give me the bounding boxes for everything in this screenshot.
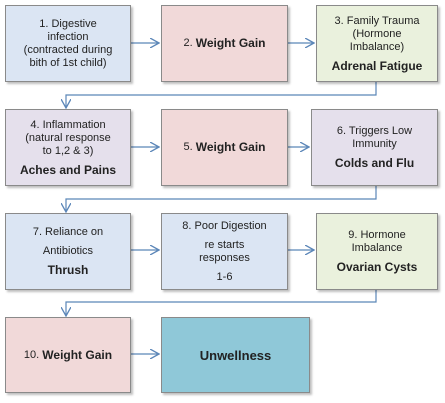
node-1-line-4: bith of 1st child) (29, 56, 107, 69)
node-1-line-1: 1. Digestive (39, 17, 97, 30)
node-5-title: Weight Gain (195, 140, 266, 154)
node-1-line-3: (contracted during (23, 43, 113, 56)
node-digestive-infection: 1. Digestive infection (contracted durin… (5, 5, 131, 82)
node-6-title: Colds and Flu (334, 156, 415, 170)
node-6-line-2: Immunity (352, 138, 397, 150)
node-1-line-2: infection (47, 30, 89, 43)
node-3-line-3: Imbalance) (349, 40, 405, 53)
node-7-line-2: Antibiotics (42, 245, 94, 257)
node-4-line-2: (natural response (25, 131, 111, 144)
node-2-prefix: 2. (183, 37, 196, 49)
node-9-line-2: Imbalance (351, 242, 403, 254)
node-7-line-1: 7. Reliance on (32, 226, 104, 238)
node-9-title: Ovarian Cysts (336, 260, 418, 274)
node-weight-gain-10: 10. Weight Gain (5, 317, 131, 393)
arrow-6-7 (66, 186, 377, 211)
node-10-title: Weight Gain (42, 347, 113, 362)
node-low-immunity: 6. Triggers Low Immunity Colds and Flu (311, 109, 438, 186)
node-7-title: Thrush (47, 263, 89, 277)
node-6-line-1: 6. Triggers Low (336, 125, 413, 137)
node-family-trauma: 3. Family Trauma (Hormone Imbalance) Adr… (316, 5, 438, 82)
node-poor-digestion: 8. Poor Digestion re starts responses 1-… (161, 213, 288, 290)
node-8-line-3: responses (199, 251, 250, 264)
node-antibiotics: 7. Reliance on Antibiotics Thrush (5, 213, 131, 290)
node-4-line-1: 4. Inflammation (30, 118, 106, 131)
node-8-line-2: re starts (204, 238, 245, 251)
node-11-title: Unwellness (199, 347, 272, 363)
node-4-line-3: to 1,2 & 3) (42, 144, 94, 157)
node-weight-gain-2: 2. Weight Gain (161, 5, 288, 82)
node-3-line-1: 3. Family Trauma (334, 14, 420, 27)
node-2-title: Weight Gain (195, 36, 266, 50)
node-5-prefix: 5. (183, 141, 196, 153)
node-8-line-1: 8. Poor Digestion (182, 219, 267, 232)
node-3-title: Adrenal Fatigue (331, 58, 423, 73)
node-9-line-1: 9. Hormone (348, 229, 406, 241)
arrow-3-4 (66, 81, 377, 107)
arrow-9-10 (66, 290, 377, 315)
node-8-line-4: 1-6 (216, 270, 233, 283)
node-weight-gain-5: 5. Weight Gain (161, 109, 288, 186)
node-inflammation: 4. Inflammation (natural response to 1,2… (5, 109, 131, 186)
node-unwellness: Unwellness (161, 317, 310, 393)
node-hormone-imbalance: 9. Hormone Imbalance Ovarian Cysts (316, 213, 438, 290)
node-10-prefix: 10. (23, 348, 43, 361)
node-3-line-2: (Hormone (352, 27, 402, 40)
node-4-title: Aches and Pains (19, 162, 117, 177)
